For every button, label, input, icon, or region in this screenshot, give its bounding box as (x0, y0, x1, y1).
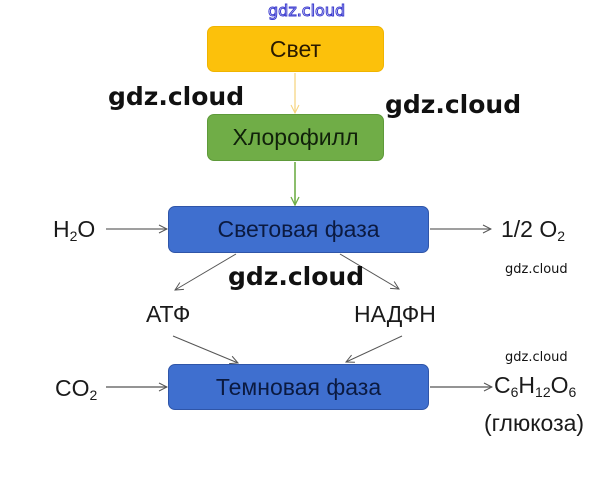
node-chlorophyll-label: Хлорофилл (232, 124, 359, 150)
watermark-right: gdz.cloud (385, 90, 522, 119)
node-light: Свет (207, 26, 384, 72)
arrow-light-phase-to-atp (175, 253, 237, 290)
node-light-label: Свет (269, 35, 322, 62)
watermark-top: gdz.cloud (267, 1, 346, 21)
label-oxygen: 1/2 O2 (501, 216, 566, 244)
label-atp: АТФ (146, 301, 191, 327)
label-co2: CO2 (55, 375, 98, 403)
watermark-left: gdz.cloud (108, 82, 245, 111)
watermark-small-bottom: gdz.cloud (505, 350, 568, 365)
label-glucose-name: (глюкоза) (484, 410, 585, 436)
label-glucose-formula: C6H12O6 (494, 372, 577, 400)
watermark-center: gdz.cloud (228, 262, 365, 291)
node-dark-phase-label: Темновая фаза (215, 373, 382, 400)
watermark-small-right: gdz.cloud (505, 262, 568, 277)
arrow-atp-to-dark-phase (172, 335, 238, 363)
node-chlorophyll: Хлорофилл (207, 114, 384, 161)
node-dark-phase: Темновая фаза (168, 364, 429, 410)
label-water: H2O (53, 216, 96, 244)
node-light-phase-label: Световая фаза (217, 216, 380, 242)
arrow-light-phase-to-nadph (339, 253, 399, 289)
label-nadph: НАДФН (354, 301, 436, 327)
node-light-phase: Световая фаза (168, 206, 429, 253)
arrow-nadph-to-dark-phase (346, 335, 403, 362)
